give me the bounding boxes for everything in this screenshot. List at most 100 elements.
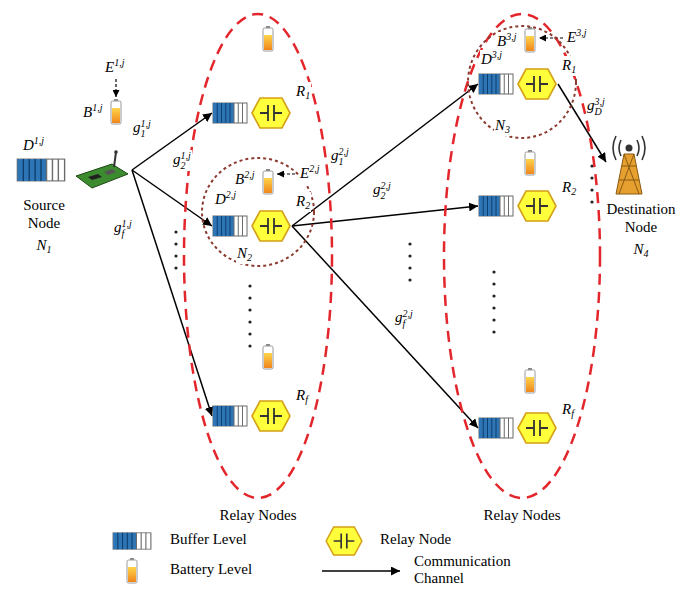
text-superscript: 2,j: [403, 309, 413, 319]
battery-icon: [525, 27, 535, 52]
node-label: Relay Nodes: [483, 506, 560, 524]
text-subscript: 1: [141, 129, 151, 139]
index-stack: f2,j: [403, 309, 413, 329]
text-base: D: [215, 191, 226, 207]
text-base: N: [36, 237, 46, 253]
text-base: g: [133, 119, 141, 135]
node-symbol: R2: [561, 178, 577, 198]
buffer-icon: [17, 159, 64, 181]
battery-icon: [525, 368, 535, 393]
text-base: R: [296, 83, 305, 99]
relay-node-shape: [478, 66, 558, 102]
buffer-icon: [213, 103, 247, 123]
text-base: E: [567, 29, 576, 45]
text-base: E: [300, 165, 309, 181]
text-subscript: f: [403, 319, 413, 329]
legend-label: Buffer Level: [170, 531, 247, 548]
text-subscript: 2: [305, 200, 310, 211]
text-base: R: [562, 401, 571, 417]
text-superscript: 3,j: [506, 31, 516, 42]
text-base: N: [237, 245, 247, 261]
sensor-icon: [76, 150, 128, 188]
text-superscript: 1,j: [114, 57, 124, 68]
relay-icon: [252, 401, 290, 431]
channel-gain-label: gD3,j: [586, 96, 606, 117]
node-symbol: N3: [494, 116, 511, 136]
legend-battery-icon: [127, 558, 137, 583]
text-superscript: 3,j: [595, 97, 605, 107]
buffer-icon: [213, 216, 247, 236]
text-subscript: f: [571, 408, 574, 419]
node-label: Source Node: [14, 196, 74, 232]
text-subscript: 2: [181, 161, 191, 171]
text-base: R: [562, 179, 571, 195]
cluster-outline: [468, 26, 576, 138]
text-superscript: 1,j: [181, 151, 191, 161]
buffer-icon: [479, 418, 513, 438]
source-node-shape: [16, 150, 132, 190]
node-symbol: R2: [295, 192, 311, 212]
group-outline: [444, 14, 600, 498]
node-symbol: R1: [561, 56, 577, 76]
text-base: D: [23, 137, 34, 153]
channel-gain-label: gf1,j: [113, 218, 133, 239]
node-symbol: R1: [295, 82, 311, 102]
legend-relay-icon: [326, 527, 362, 555]
text-base: R: [562, 57, 571, 73]
text-superscript: 3,j: [492, 49, 502, 60]
energy-arrow: [539, 37, 563, 38]
text-base: g: [114, 219, 122, 235]
text-subscript: 2: [247, 252, 252, 263]
relay-node: Rf: [478, 410, 558, 446]
energy-arrow: [277, 173, 295, 174]
relay-group: Relay NodesN3R1R2Rf: [442, 12, 602, 500]
communication-channel: [132, 170, 212, 226]
channel-gain-label: g22,j: [372, 180, 392, 201]
math-label: B1,j: [82, 103, 103, 123]
node-symbol: Rf: [561, 400, 575, 420]
text-base: g: [373, 181, 381, 197]
channel-gain-label: g21,j: [172, 150, 192, 171]
math-label: B2,j: [234, 170, 255, 190]
channel-gain-label: g11,j: [132, 118, 152, 139]
math-label: D3,j: [480, 50, 503, 70]
battery-icon: [263, 26, 273, 51]
text-base: g: [331, 147, 339, 163]
math-label: D1,j: [22, 136, 45, 156]
text-subscript: 1: [47, 244, 52, 255]
relay-icon: [518, 69, 556, 99]
destination-node: Destination NodeN4: [606, 128, 652, 196]
text-base: g: [395, 309, 403, 325]
relay-node-shape: [478, 410, 558, 446]
text-superscript: 3,j: [576, 27, 586, 38]
index-stack: D3,j: [595, 97, 605, 117]
battery-icon: [111, 99, 121, 124]
text-superscript: 1,j: [122, 219, 132, 229]
text-subscript: f: [305, 394, 308, 405]
text-superscript: 2,j: [309, 163, 319, 174]
text-subscript: f: [122, 229, 132, 239]
node-symbol: Rf: [295, 386, 309, 406]
source-node: Source NodeN1: [16, 150, 132, 190]
communication-channel: [292, 226, 478, 428]
math-label: D2,j: [214, 190, 237, 210]
channel-gain-label: g12,j: [330, 146, 350, 167]
relay-icon: [518, 191, 556, 221]
relay-icon: [252, 211, 290, 241]
buffer-icon: [479, 196, 513, 216]
relay-node: R2: [212, 208, 292, 244]
math-label: E1,j: [104, 58, 125, 78]
text-subscript: 2: [571, 186, 576, 197]
node-label: Destination Node: [599, 200, 683, 236]
relay-icon: [518, 413, 556, 443]
text-superscript: 2,j: [244, 169, 254, 180]
text-superscript: 1,j: [92, 102, 102, 113]
text-base: B: [235, 171, 244, 187]
text-superscript: 2,j: [226, 189, 236, 200]
buffer-icon: [479, 74, 513, 94]
ellipsis-dots: [174, 164, 593, 347]
index-stack: 22,j: [381, 181, 391, 201]
node-symbol: N1: [35, 236, 52, 256]
